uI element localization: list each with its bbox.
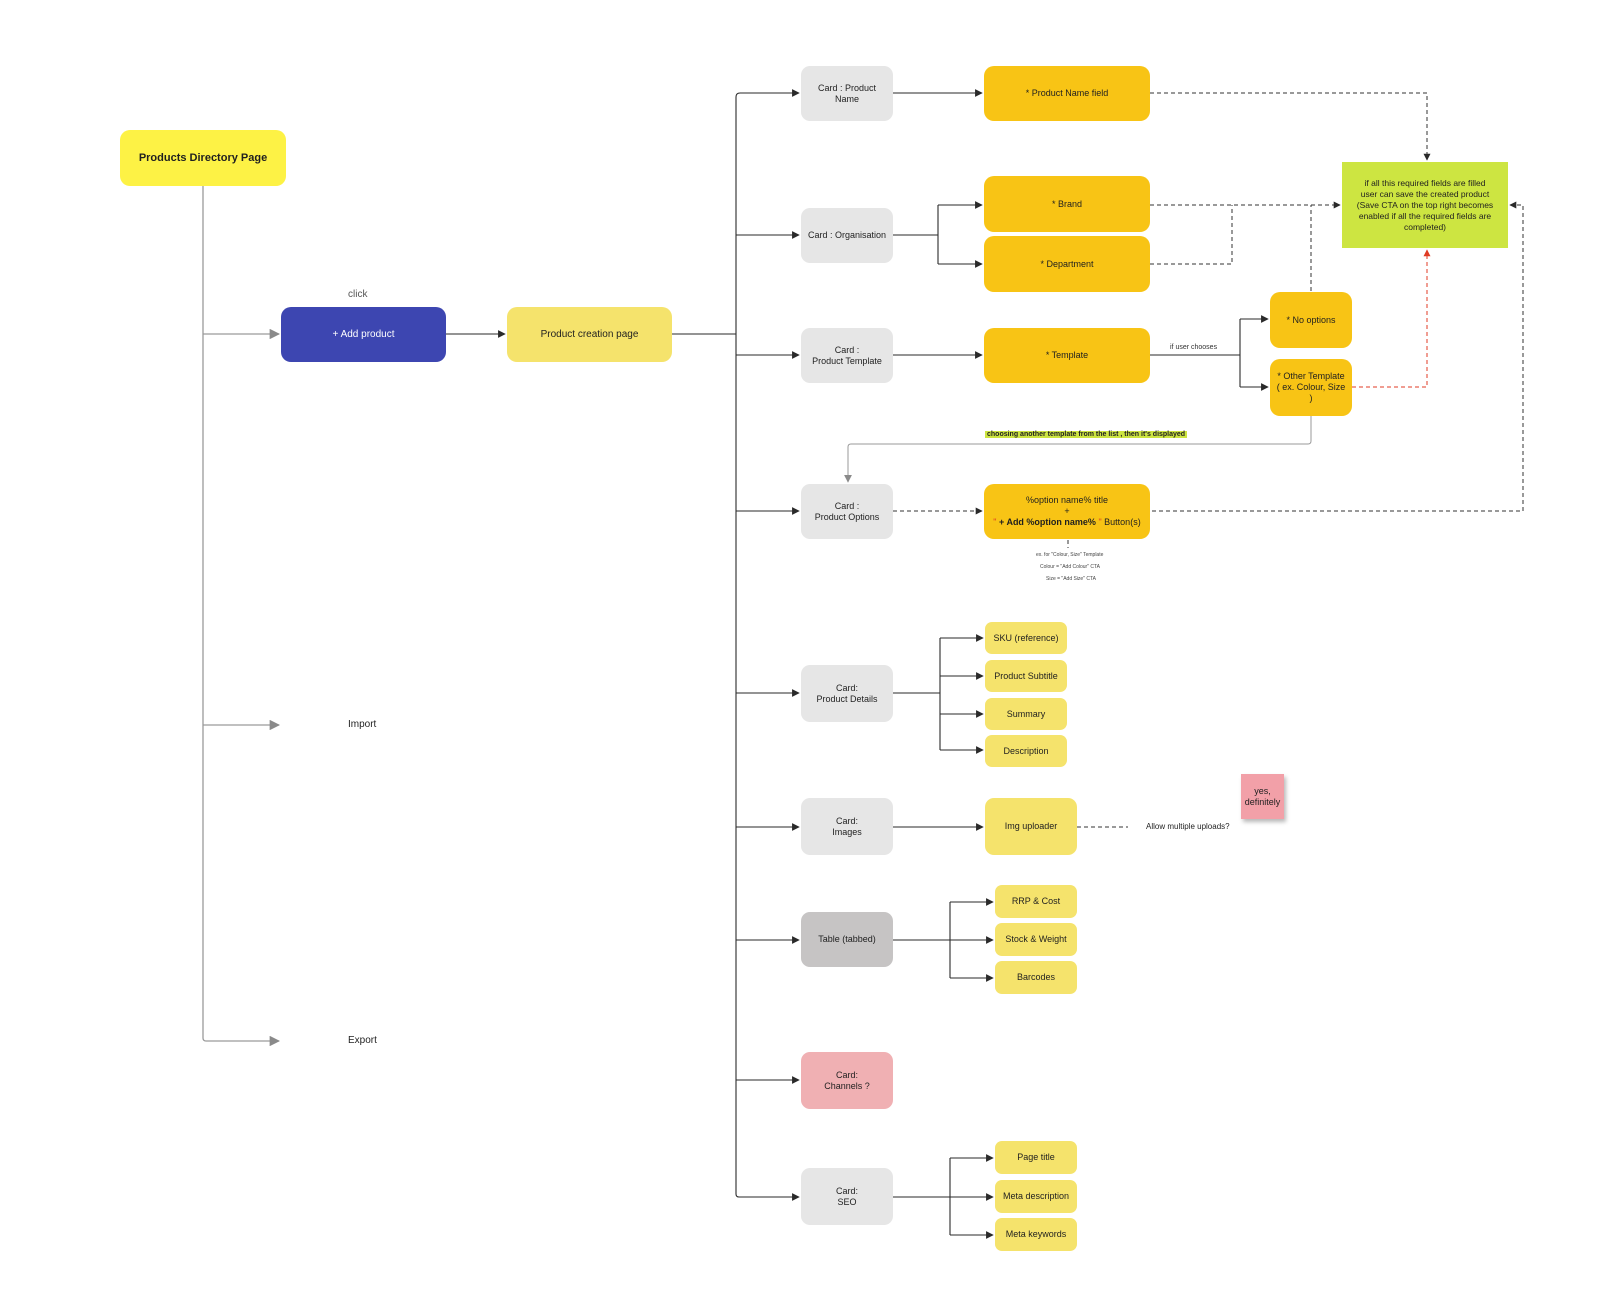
card-channels[interactable]: Card: Channels ? <box>801 1052 893 1109</box>
if-user-chooses-label: if user chooses <box>1170 344 1218 351</box>
option-buttons-text: Button(s) <box>1104 517 1141 527</box>
card-images-line-2: Images <box>832 826 862 837</box>
no-options-label: * No options <box>1286 314 1336 325</box>
card-product-options-line-1: Card : <box>834 500 860 511</box>
required-note-line-3: (Save CTA on the top right becomes <box>1356 199 1494 210</box>
brand-field-label: * Brand <box>1051 198 1083 209</box>
card-product-template[interactable]: Card : Product Template <box>801 328 893 383</box>
required-dependency-lines <box>893 92 1524 828</box>
directory-trunk <box>202 186 281 1047</box>
allow-multiple-uploads-label: Allow multiple uploads? <box>1146 822 1230 831</box>
card-product-details-line-2: Product Details <box>816 693 878 704</box>
option-title-line: %option name% title <box>1025 495 1109 505</box>
barcodes-node[interactable]: Barcodes <box>995 961 1077 994</box>
option-quote-open: " <box>993 517 997 527</box>
meta-description-node[interactable]: Meta description <box>995 1180 1077 1213</box>
other-template-node[interactable]: * Other Template ( ex. Colour, Size ) <box>1270 359 1352 416</box>
no-options-node[interactable]: * No options <box>1270 292 1352 348</box>
template-options-link <box>844 416 1312 483</box>
option-quote-close: " <box>1098 517 1102 527</box>
card-channels-line-2: Channels ? <box>824 1080 870 1091</box>
card-product-options-line-2: Product Options <box>814 511 880 522</box>
department-field-label: * Department <box>1040 258 1094 269</box>
other-template-dependency-line <box>1352 249 1431 388</box>
add-product-button[interactable]: + Add product <box>281 307 446 362</box>
sku-label: SKU (reference) <box>993 632 1059 643</box>
product-creation-label: Product creation page <box>540 329 639 340</box>
page-title-label: Page title <box>1017 1152 1055 1162</box>
meta-keywords-node[interactable]: Meta keywords <box>995 1218 1077 1251</box>
products-directory-page[interactable]: Products Directory Page <box>120 130 286 186</box>
barcodes-label: Barcodes <box>1016 972 1056 982</box>
description-node[interactable]: Description <box>985 735 1067 767</box>
rrp-cost-label: RRP & Cost <box>1011 896 1061 906</box>
option-plus-line: + <box>1064 506 1070 516</box>
card-organisation-label: Card : Organisation <box>807 230 887 240</box>
product-subtitle-label: Product Subtitle <box>994 670 1058 681</box>
product-name-field[interactable]: * Product Name field <box>984 66 1150 121</box>
example-line-3: Size = "Add Size" CTA <box>1046 576 1097 582</box>
option-add-bold: + Add %option name% <box>999 517 1096 527</box>
option-add-line: " + Add %option name% " Button(s) <box>993 517 1140 528</box>
add-product-label: + Add product <box>332 329 395 340</box>
products-directory-label: Products Directory Page <box>138 151 268 164</box>
product-subtitle-node[interactable]: Product Subtitle <box>985 660 1067 692</box>
page-title-node[interactable]: Page title <box>995 1141 1077 1174</box>
card-images-line-1: Card: <box>835 815 858 826</box>
table-tabbed-label: Table (tabbed) <box>818 934 876 944</box>
template-field-label: * Template <box>1045 350 1089 360</box>
other-template-line-1: * Other Template <box>1277 371 1345 381</box>
brand-field[interactable]: * Brand <box>984 176 1150 232</box>
meta-keywords-label: Meta keywords <box>1005 1229 1067 1239</box>
required-note-line-4: enabled if all the required fields are <box>1358 210 1492 221</box>
stock-weight-node[interactable]: Stock & Weight <box>995 923 1077 956</box>
example-line-1: ex. for "Colour, Size" Template <box>1036 552 1104 558</box>
card-product-details-line-1: Card: <box>835 682 858 693</box>
card-seo-line-1: Card: <box>835 1185 858 1196</box>
stock-weight-label: Stock & Weight <box>1005 934 1067 944</box>
product-creation-page[interactable]: Product creation page <box>507 307 672 362</box>
sticky-note-line-2: definitely <box>1244 796 1281 807</box>
card-seo[interactable]: Card: SEO <box>801 1168 893 1225</box>
card-seo-line-2: SEO <box>837 1196 857 1207</box>
required-note-line-2: user can save the created product <box>1360 188 1490 199</box>
required-note-line-1: if all this required fields are filled <box>1364 177 1486 188</box>
table-tabbed[interactable]: Table (tabbed) <box>801 912 893 967</box>
card-organisation[interactable]: Card : Organisation <box>801 208 893 263</box>
import-label: Import <box>348 719 377 730</box>
summary-label: Summary <box>1006 708 1046 719</box>
card-product-details[interactable]: Card: Product Details <box>801 665 893 722</box>
template-field[interactable]: * Template <box>984 328 1150 383</box>
main-flow <box>446 89 1269 1239</box>
click-label: click <box>348 289 368 300</box>
card-product-template-line-1: Card : <box>834 344 860 355</box>
description-label: Description <box>1003 745 1049 756</box>
sticky-note[interactable]: yes, definitely <box>1241 774 1284 819</box>
rrp-cost-node[interactable]: RRP & Cost <box>995 885 1077 918</box>
card-channels-line-1: Card: <box>835 1069 858 1080</box>
img-uploader-node[interactable]: Img uploader <box>985 798 1077 855</box>
choosing-template-note: choosing another template from the list … <box>985 431 1188 438</box>
meta-description-label: Meta description <box>1002 1191 1070 1201</box>
required-note-line-5: completed) <box>1403 221 1447 232</box>
img-uploader-label: Img uploader <box>1004 821 1058 831</box>
summary-node[interactable]: Summary <box>985 698 1067 730</box>
sku-node[interactable]: SKU (reference) <box>985 622 1067 654</box>
required-fields-note: if all this required fields are filled u… <box>1342 162 1508 248</box>
sticky-note-line-1: yes, <box>1254 785 1271 796</box>
card-product-template-line-2: Product Template <box>812 355 882 366</box>
card-product-options[interactable]: Card : Product Options <box>801 484 893 539</box>
card-product-name[interactable]: Card : Product Name <box>801 66 893 121</box>
department-field[interactable]: * Department <box>984 236 1150 292</box>
card-images[interactable]: Card: Images <box>801 798 893 855</box>
card-product-name-label: Card : Product Name <box>817 82 877 104</box>
other-template-line-2: ( ex. Colour, Size ) <box>1276 382 1346 403</box>
example-line-2: Colour = "Add Colour" CTA <box>1040 564 1101 570</box>
product-name-field-label: * Product Name field <box>1025 88 1109 98</box>
export-label: Export <box>348 1035 377 1046</box>
option-buttons-node[interactable]: %option name% title + " + Add %option na… <box>984 484 1150 539</box>
